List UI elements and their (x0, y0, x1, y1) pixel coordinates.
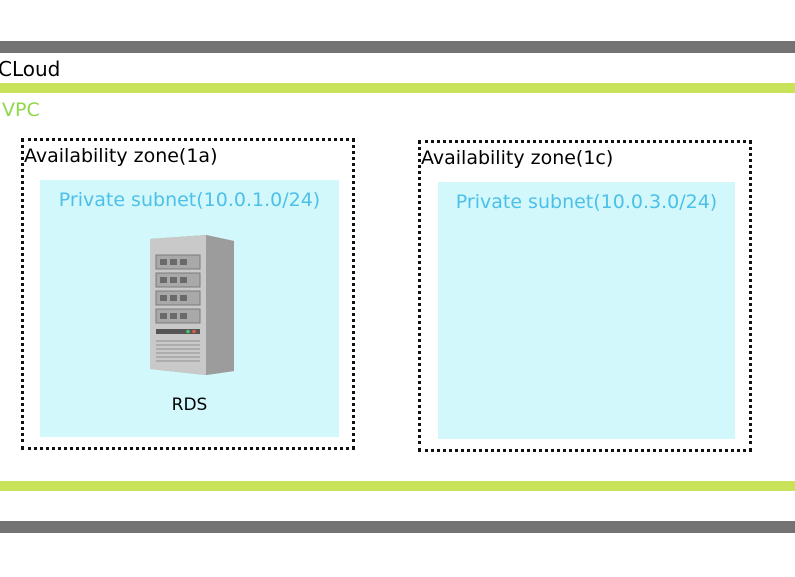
vpc-label: VPC (2, 99, 40, 121)
availability-zone-title: Availability zone(1a) (24, 145, 218, 167)
cloud-label: CLoud (0, 57, 61, 81)
availability-zone-1c: Availability zone(1c) Private subnet(10.… (418, 140, 752, 452)
private-subnet-2: Private subnet(10.0.3.0/24) (438, 182, 735, 439)
availability-zone-1a: Availability zone(1a) Private subnet(10.… (21, 138, 355, 450)
vpc-border-top (0, 83, 795, 93)
cloud-border-bottom (0, 521, 795, 533)
subnet-label: Private subnet(10.0.1.0/24) (58, 189, 321, 211)
availability-zone-title: Availability zone(1c) (421, 147, 614, 169)
rds-label: RDS (171, 395, 208, 415)
cloud-border-top (0, 41, 795, 53)
private-subnet-1: Private subnet(10.0.1.0/24) (40, 180, 339, 437)
subnet-label: Private subnet(10.0.3.0/24) (455, 191, 718, 213)
server-icon (150, 235, 234, 375)
vpc-border-bottom (0, 481, 795, 491)
